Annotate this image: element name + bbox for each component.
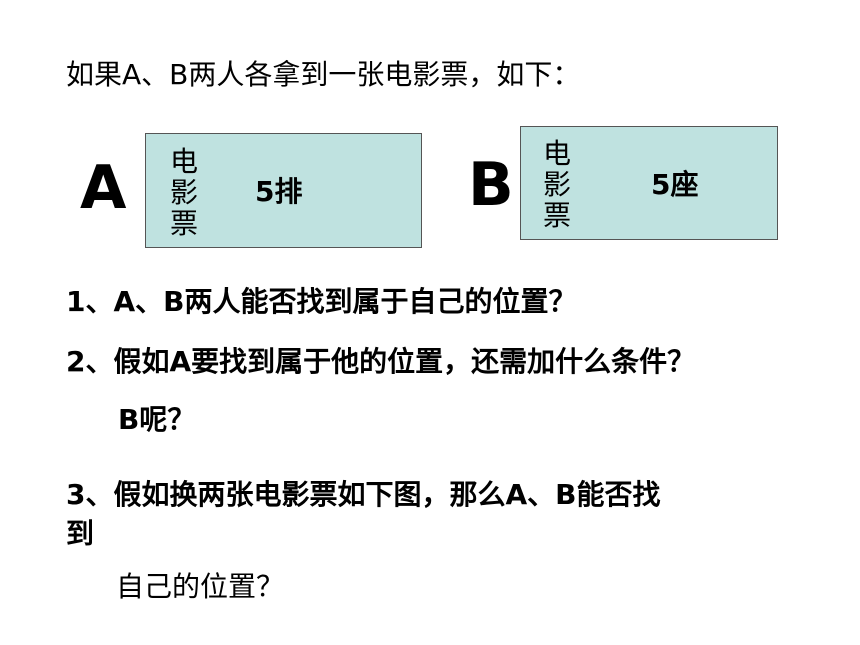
person-a-label: A: [80, 153, 127, 223]
movie-ticket-a: 电影票 5排: [145, 133, 422, 248]
question-3-line-2: 到: [66, 517, 95, 550]
ticket-b-seat-value: 5座: [651, 168, 699, 201]
person-b-label: B: [468, 150, 514, 220]
question-1: 1、A、B两人能否找到属于自己的位置？: [66, 285, 577, 318]
question-3-line-3: 自己的位置？: [116, 570, 285, 603]
movie-ticket-b: 电影票 5座: [520, 126, 778, 240]
intro-text: 如果A、B两人各拿到一张电影票，如下：: [66, 58, 581, 91]
question-2: 2、假如A要找到属于他的位置，还需加什么条件？: [66, 345, 696, 378]
ticket-b-title: 电影票: [542, 137, 571, 232]
question-3-line-1: 3、假如换两张电影票如下图，那么A、B能否找: [66, 478, 661, 511]
ticket-a-title: 电影票: [169, 145, 198, 240]
ticket-a-row-value: 5排: [255, 175, 303, 208]
question-2-followup: B呢？: [118, 403, 196, 436]
